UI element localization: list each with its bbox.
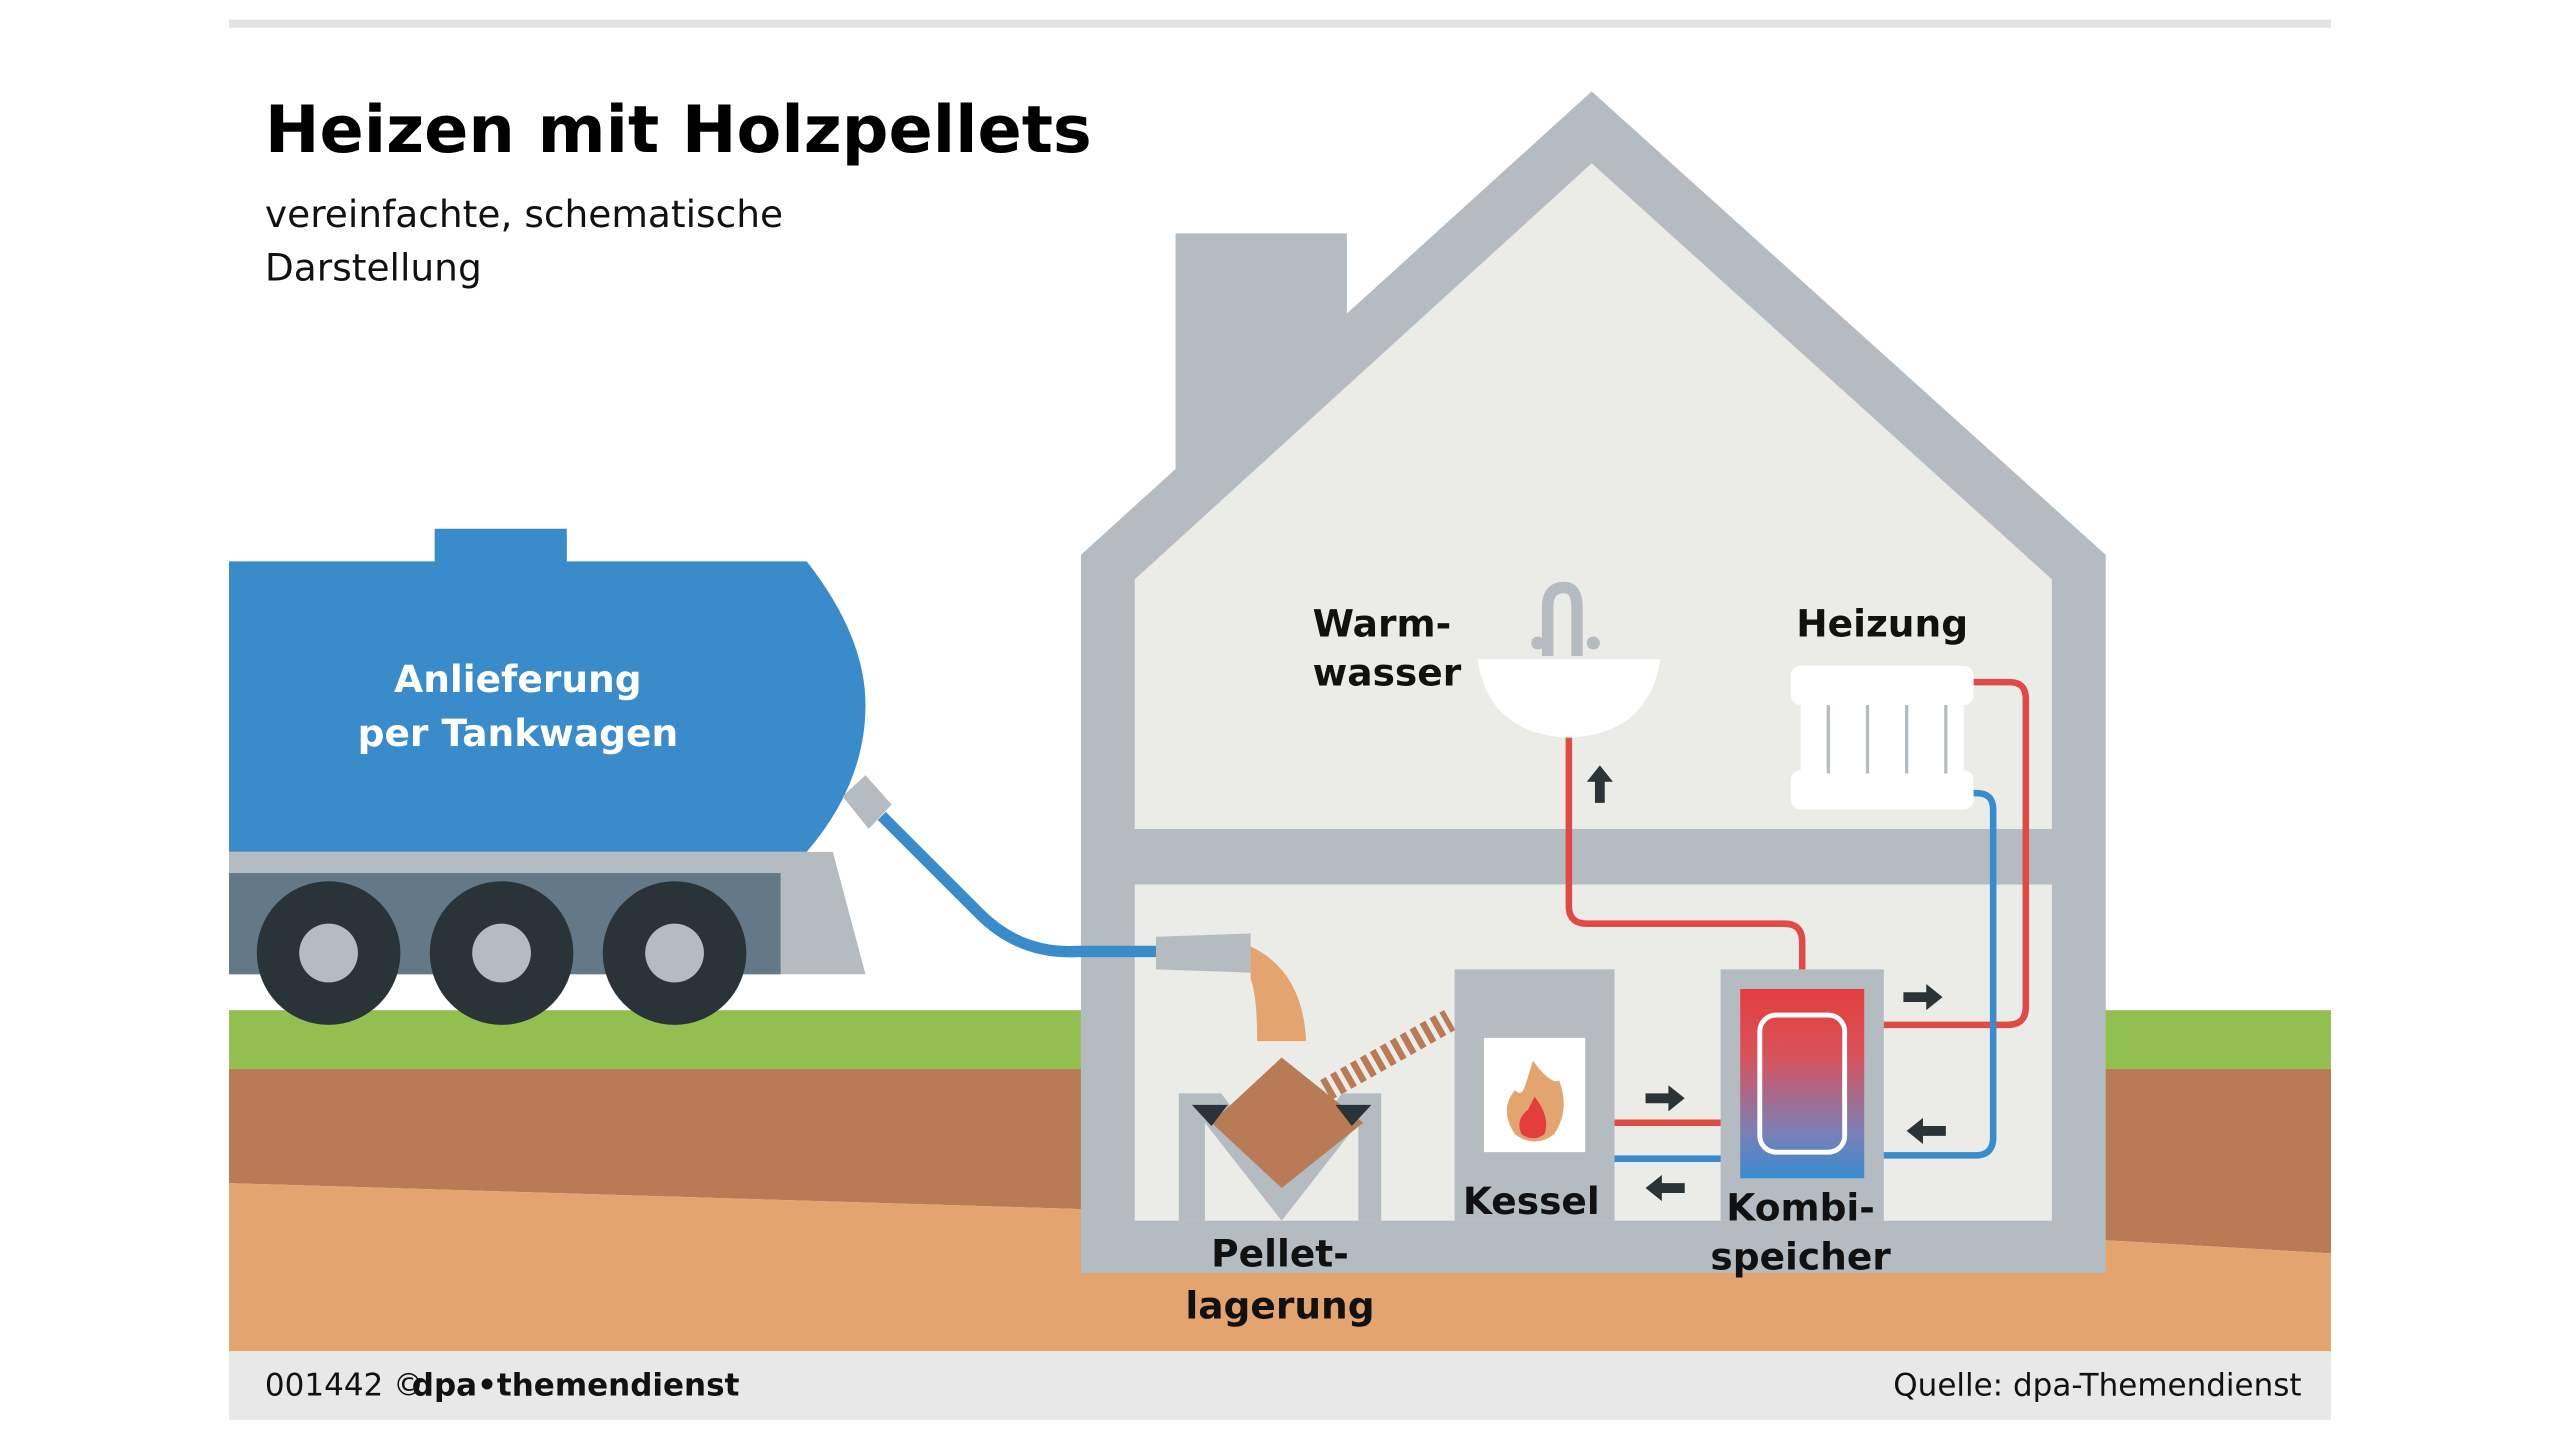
footer-source: Quelle: dpa-Themendienst <box>1893 1367 2301 1403</box>
kessel-label: Kessel <box>1463 1179 1600 1223</box>
tank-truck: Anlieferung per Tankwagen <box>229 528 1163 1025</box>
flame-core-icon <box>1519 1096 1547 1139</box>
wheel <box>429 881 574 1025</box>
inlet-nozzle <box>1155 933 1251 973</box>
kombi-label-2: speicher <box>1710 1235 1891 1279</box>
footer-id: 001442 © <box>265 1367 424 1403</box>
feed-screw <box>1320 1010 1456 1101</box>
warmwater-pipe <box>1565 737 1806 1025</box>
pellet-storage: Pellet- lagerung <box>1155 933 1456 1328</box>
warmwasser-label-2: wasser <box>1313 650 1462 694</box>
pellet-pile <box>1211 1057 1364 1189</box>
subtitle-line-1: vereinfachte, schematische <box>265 192 783 236</box>
hopper-corner <box>1335 1104 1372 1127</box>
footer-brand: dpa•themendienst <box>412 1367 740 1403</box>
pellet-label-2: lagerung <box>1185 1284 1374 1328</box>
heating-flow-pipe <box>1856 678 2030 1029</box>
pellet-label-1: Pellet- <box>1211 1231 1349 1275</box>
radiator-icon <box>1790 665 1974 810</box>
kombi-label-1: Kombi- <box>1726 1186 1875 1230</box>
subtitle-line-2: Darstellung <box>265 246 482 290</box>
footer-bar <box>229 1351 2331 1420</box>
arrow-left-icon <box>1906 1117 1946 1144</box>
wheel <box>602 881 747 1025</box>
truck-label-1: Anlieferung <box>394 657 641 701</box>
boiler: Kessel <box>1454 969 1615 1223</box>
sink-icon <box>1477 581 1661 738</box>
tank-hatch <box>434 528 567 565</box>
heat-exchanger <box>1757 1012 1848 1155</box>
arrow-right-icon <box>1903 984 1943 1011</box>
heizung-label: Heizung <box>1796 601 1968 645</box>
hose-nozzle <box>842 775 892 830</box>
upper-floor <box>1134 163 2052 830</box>
wheel <box>256 881 401 1025</box>
top-rule <box>229 19 2331 28</box>
arrow-right-icon <box>1645 1085 1685 1112</box>
delivery-hose <box>877 811 1163 958</box>
arrow-up-icon <box>1586 765 1613 803</box>
arrow-left-icon <box>1645 1174 1685 1202</box>
storage-tank: Kombi- speicher <box>1710 969 1891 1279</box>
pellet-stream <box>1250 946 1307 1042</box>
truck-label-2: per Tankwagen <box>358 711 679 755</box>
page-title: Heizen mit Holzpellets <box>265 92 1092 168</box>
pipes <box>1565 678 2030 1162</box>
warmwasser-label-1: Warm- <box>1313 601 1452 645</box>
heating-return-pipe <box>1856 789 1997 1159</box>
tank-body <box>229 561 866 852</box>
hopper-corner <box>1191 1104 1228 1127</box>
